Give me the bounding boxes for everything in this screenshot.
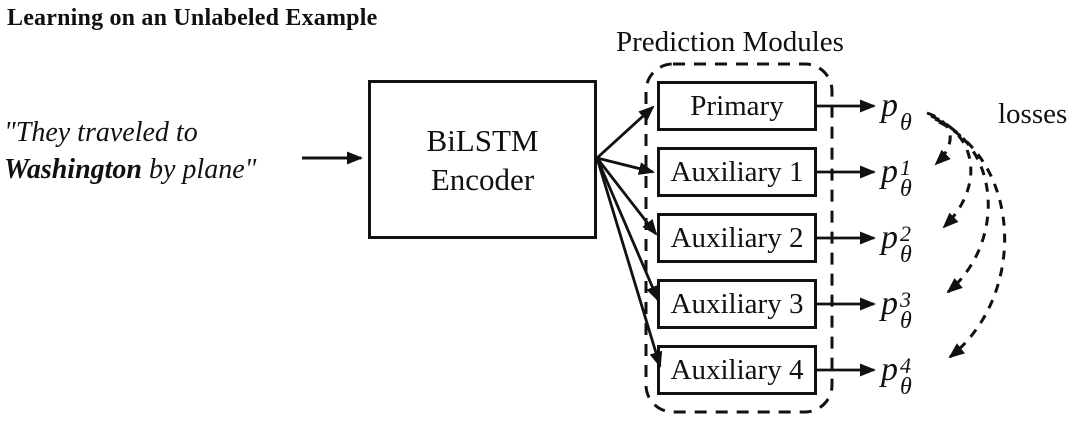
encoder-label-line1: BiLSTM [426,122,539,158]
module-box-auxiliary-1: Auxiliary 1 [657,147,817,197]
module-box-auxiliary-4: Auxiliary 4 [657,345,817,395]
arrow-encoder-to-primary [596,105,655,160]
loss-arrow-to-auxiliary-1 [926,111,952,166]
theta-subscript: θ [900,373,912,400]
module-box-primary: Primary [657,81,817,131]
module-box-auxiliary-2: Auxiliary 2 [657,213,817,263]
input-example-line2: Washington by plane" [4,151,309,188]
input-example-line2-rest: by plane" [142,154,257,185]
p-superscript: 3 [900,286,911,312]
prediction-modules-label: Prediction Modules [616,26,844,58]
input-example-entity: Washington [4,154,142,185]
theta-subscript: θ [900,307,912,334]
arrow-encoder-to-auxiliary-1 [596,156,655,175]
p-symbol: p [881,219,898,256]
p-symbol: p [881,351,898,388]
loss-arrow-to-auxiliary-2 [930,114,973,229]
p-superscript: 2 [900,220,911,246]
diagram-title: Learning on an Unlabeled Example [7,5,378,31]
input-example-line1: "They traveled to [4,117,198,148]
p-superscript: 1 [900,154,911,180]
arrow-encoder-to-auxiliary-2 [595,157,658,236]
p-symbol: p [881,87,898,124]
losses-label: losses [998,98,1068,130]
encoder-label-line2: Encoder [430,161,535,197]
p-symbol: p [881,285,898,322]
bilstm-encoder-box: BiLSTM Encoder [368,80,597,239]
loss-arrow-to-auxiliary-4 [938,120,1006,359]
module-box-auxiliary-3: Auxiliary 3 [657,279,817,329]
theta-subscript: θ [900,175,912,202]
arrow-encoder-to-auxiliary-4 [595,157,663,368]
theta-subscript: θ [900,109,912,136]
arrow-encoder-to-auxiliary-3 [595,157,660,302]
loss-arrow-to-auxiliary-3 [934,117,990,294]
input-example-text: "They traveled to Washington by plane" [4,114,309,188]
theta-subscript: θ [900,241,912,268]
p-superscript: 4 [900,352,911,378]
p-symbol: p [881,153,898,190]
